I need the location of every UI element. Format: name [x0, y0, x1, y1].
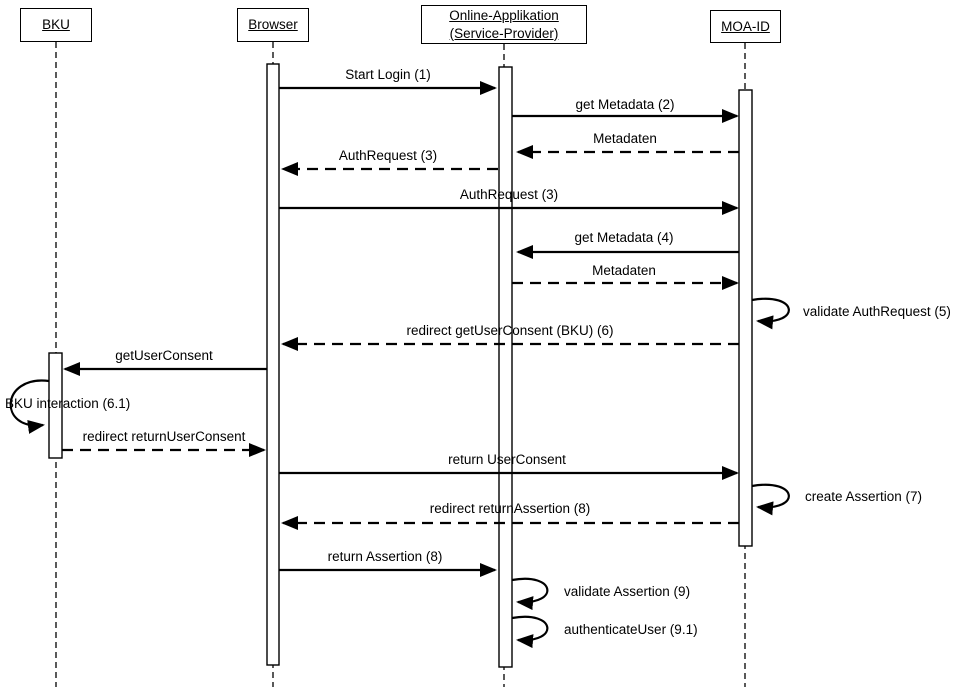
actor-label-online-applikation: Online-Applikation (Service-Provider) — [449, 7, 559, 41]
message-label-authrequest-3: AuthRequest (3) — [459, 187, 559, 202]
activation-bar-browser — [266, 63, 280, 666]
actor-label-bku: BKU — [42, 17, 70, 33]
actor-box-moa-id: MOA-ID — [710, 10, 781, 43]
message-label-get-metadata-2: get Metadata (2) — [575, 97, 675, 112]
self-loop-create-assertion — [751, 483, 790, 516]
message-label-getuserconsent: getUserConsent — [115, 348, 213, 363]
message-label-redirect-returnassertion: redirect returnAssertion (8) — [429, 501, 591, 516]
self-loop-validate-assertion — [511, 577, 549, 611]
message-label-metadaten-2: Metadaten — [592, 263, 656, 278]
actor-box-bku: BKU — [20, 8, 92, 42]
message-label-metadaten-1: Metadaten — [593, 131, 657, 146]
message-label-get-metadata-4: get Metadata (4) — [574, 230, 674, 245]
activation-bar-bku — [48, 352, 63, 459]
message-label-create-assertion: create Assertion (7) — [805, 489, 923, 504]
actor-label-browser: Browser — [248, 17, 298, 33]
message-label-bku-interaction: BKU interaction (6.1) — [5, 396, 131, 411]
self-loop-bku-interaction — [9, 379, 50, 434]
activation-bar-moa-id — [738, 89, 753, 547]
message-label-redirect-getuserconsent: redirect getUserConsent (BKU) (6) — [406, 323, 614, 338]
message-label-validate-assertion: validate Assertion (9) — [564, 584, 691, 599]
message-label-return-userconsent: return UserConsent — [448, 452, 566, 467]
message-label-authenticateuser: authenticateUser (9.1) — [564, 622, 698, 637]
self-loop-authenticateuser — [511, 615, 549, 649]
self-loop-validate-authrequest — [751, 297, 790, 330]
actor-box-browser: Browser — [237, 8, 309, 42]
activation-bar-online-applikation — [498, 66, 513, 668]
actor-label-moa-id: MOA-ID — [721, 18, 770, 34]
message-label-return-assertion: return Assertion (8) — [327, 549, 443, 564]
message-label-redirect-returnuserconsent: redirect returnUserConsent — [82, 429, 246, 444]
actor-box-online-applikation: Online-Applikation (Service-Provider) — [421, 5, 587, 44]
message-label-authrequest-3-redirect: AuthRequest (3) — [338, 148, 438, 163]
message-label-start-login: Start Login (1) — [345, 67, 431, 82]
message-label-validate-authrequest: validate AuthRequest (5) — [803, 304, 951, 319]
